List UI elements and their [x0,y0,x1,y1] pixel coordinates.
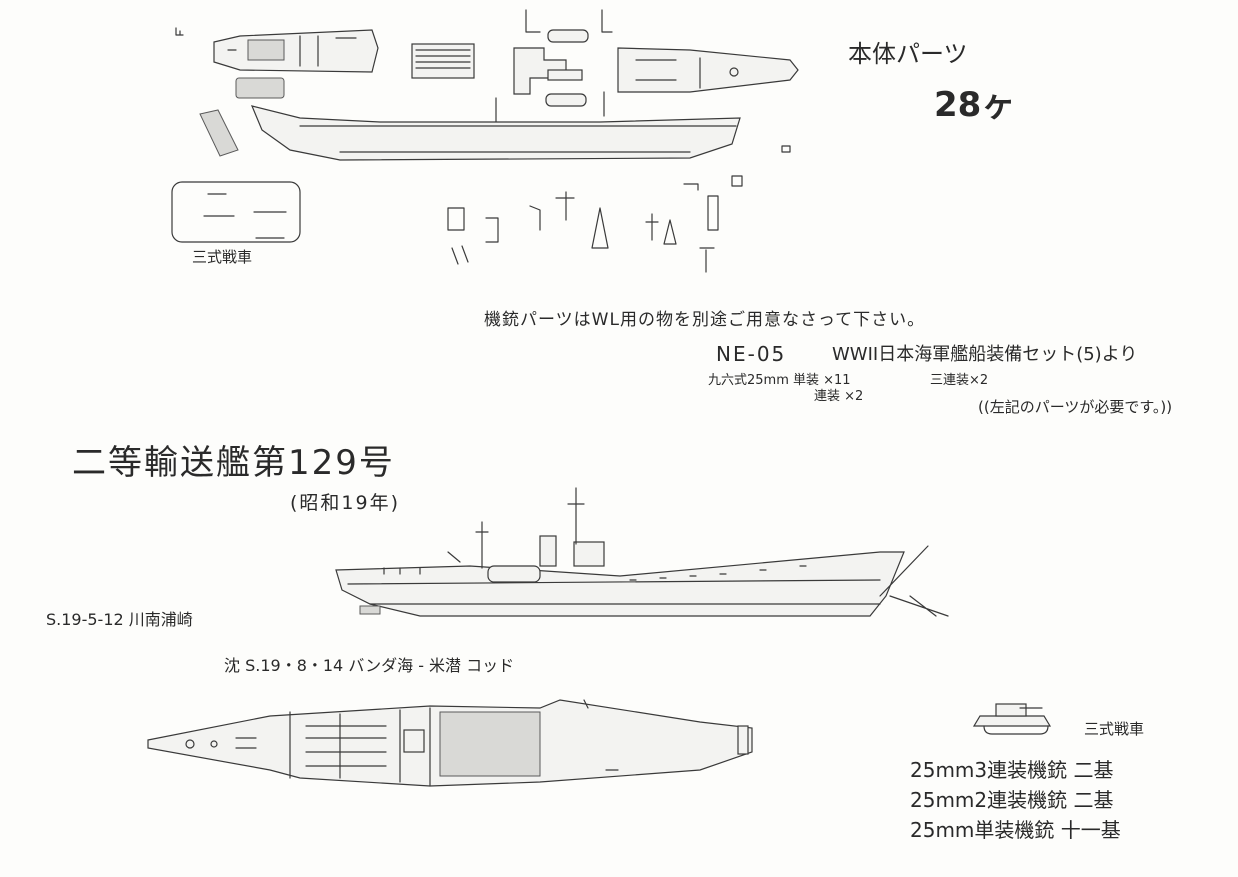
req-twin: 連装 ×2 [814,389,864,404]
ship-top-view [147,699,753,787]
armament-line-1: 25mm3連装機銃 二基 [910,758,1114,782]
tank-label-top: 三式戦車 [192,248,253,266]
note-line: 機銃パーツはWL用の物を別途ご用意なさって下さい。 [484,310,926,330]
sunk-label: 沈 S.19・8・14 バンダ海 - 米潜 コッド [224,656,515,675]
parts-layout [171,9,799,273]
tank-label-bottom: 三式戦車 [1084,720,1145,738]
tank-drawing [972,703,1052,735]
source-code: NE-05 [716,342,787,366]
parts-count: 28ヶ [934,85,1016,125]
ship-title: 二等輸送艦第129号 [72,443,395,483]
date-label: S.19-5-12 川南浦崎 [46,610,193,629]
armament-line-2: 25mm2連装機銃 二基 [910,788,1114,812]
parts-title: 本体パーツ [848,40,968,68]
req-note: ((左記のパーツが必要です。)) [978,398,1173,416]
ship-era: (昭和19年) [290,492,401,514]
req-single: 九六式25mm 単装 ×11 [708,373,851,388]
armament-line-3: 25mm単装機銃 十一基 [910,818,1121,842]
ship-side-profile [335,487,949,617]
source-name: WWII日本海軍艦船装備セット(5)より [832,344,1138,365]
req-triple: 三連装×2 [930,373,989,388]
